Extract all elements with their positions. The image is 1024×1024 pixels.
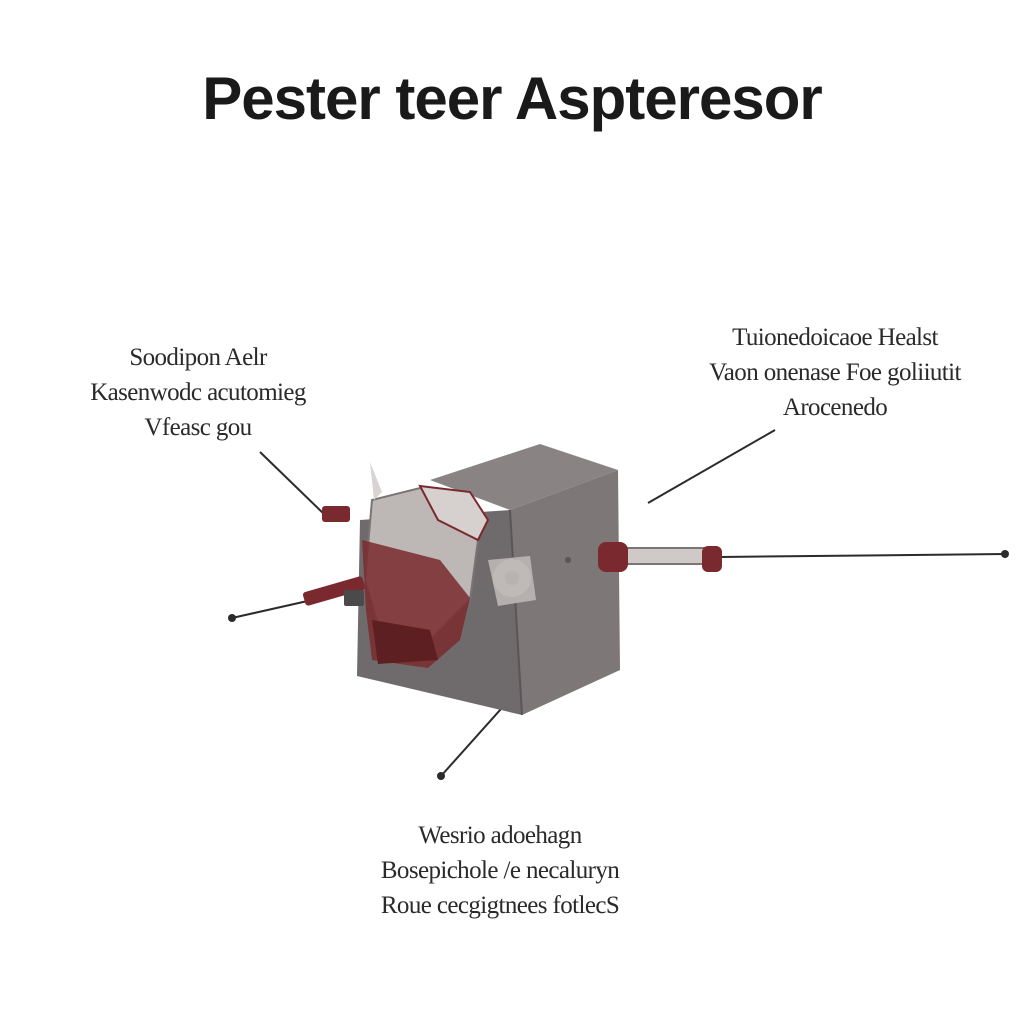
mechanism-red-clip-lower xyxy=(302,576,366,606)
leader-line-right-upper xyxy=(647,429,776,504)
mechanism-red-clip-upper xyxy=(322,506,350,522)
leader-dot-right xyxy=(1001,550,1009,558)
callout-bottom: Wesrio adoehagn Bosepichole /e necaluryn… xyxy=(300,818,700,923)
box-front-face xyxy=(510,470,620,715)
callout-left: Soodipon Aelr Kasenwodc acutomieg Vfeasc… xyxy=(38,340,358,445)
box-top-face xyxy=(430,444,618,510)
mechanism-assembly xyxy=(302,462,536,668)
box-screw xyxy=(565,557,571,563)
piston-rod xyxy=(623,547,707,565)
mechanism-spike xyxy=(370,462,382,500)
piston-shaft xyxy=(598,542,722,572)
callout-left-line-3: Vfeasc gou xyxy=(144,414,252,441)
leader-dot-bottom xyxy=(437,772,445,780)
leader-line-left-upper xyxy=(259,451,326,516)
callout-right-line-2: Vaon onenase Foe goliiutit xyxy=(709,359,961,386)
callout-bottom-line-2: Bosepichole /e necaluryn xyxy=(380,857,620,884)
leader-dot-left xyxy=(228,614,236,622)
callout-right: Tuionedoicaoe Healst Vaon onenase Foe go… xyxy=(650,320,1020,425)
piston-collar-left xyxy=(598,542,628,572)
callout-bottom-line-1: Wesrio adoehagn xyxy=(418,822,582,849)
leader-line-right xyxy=(719,553,1006,558)
callout-left-line-1: Soodipon Aelr xyxy=(129,344,267,371)
piston-collar-right xyxy=(702,546,722,572)
mechanism-clip-base xyxy=(344,590,364,606)
callout-bottom-line-3: Roue cecgigtnees fotlecS xyxy=(380,892,620,919)
callout-left-line-2: Kasenwodc acutomieg xyxy=(90,379,306,406)
page-title: Pester teer Aspteresor xyxy=(202,65,822,132)
mechanism-bracket xyxy=(488,556,536,606)
mechanism-upper-arm xyxy=(418,484,490,542)
leader-line-left-lower xyxy=(231,599,313,619)
box-edge xyxy=(509,509,523,716)
callout-right-line-1: Tuionedoicaoe Healst xyxy=(732,324,938,351)
callout-right-line-3: Arocenedo xyxy=(782,394,888,421)
mechanism-red-panel xyxy=(372,620,438,664)
